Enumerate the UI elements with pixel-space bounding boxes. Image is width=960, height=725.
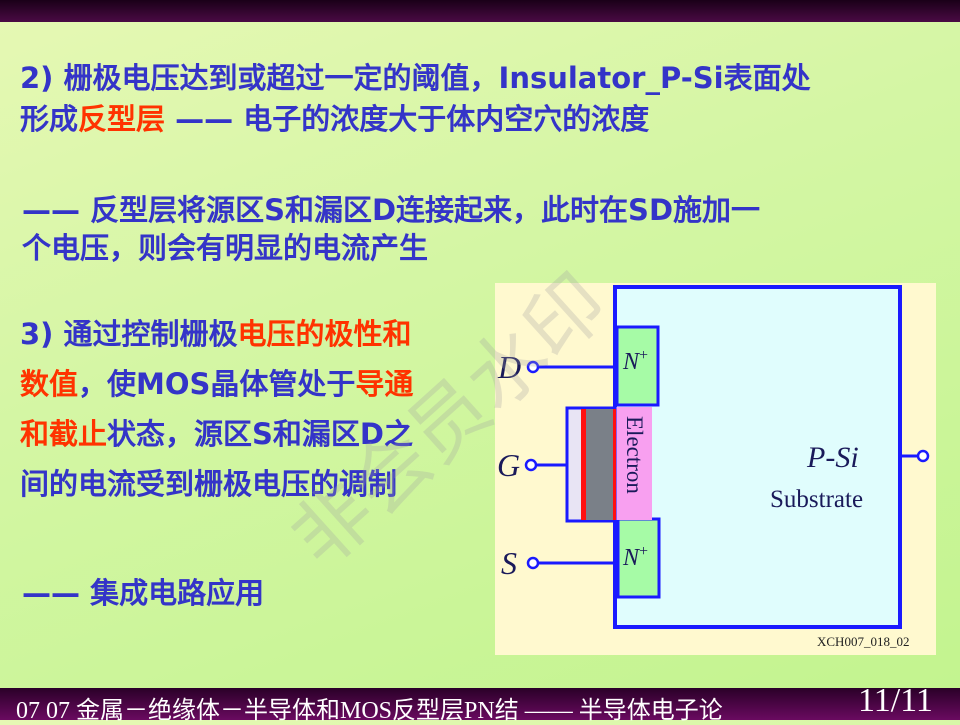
highlight-text: 导通 (355, 367, 414, 401)
p3-line4: 间的电流受到栅极电压的调制 (20, 467, 398, 501)
p1-line1: 2) 栅极电压达到或超过一定的阈值，Insulator_P-Si表面处 (20, 61, 811, 95)
label-nplus-bottom: N+ (623, 543, 648, 572)
plus-text: + (639, 543, 649, 560)
top-bar (0, 0, 960, 22)
interface-line (613, 409, 616, 520)
n-text: N (623, 545, 640, 571)
page-number: 11/11 (858, 682, 933, 719)
highlight-text: 和截止 (20, 417, 108, 451)
drain-region (615, 325, 660, 407)
text: 形成 (20, 102, 79, 136)
p2-line2: 个电压，则会有明显的电流产生 (22, 231, 429, 265)
n-text: N (623, 349, 640, 375)
p1-line2: 形成反型层 —— 电子的浓度大于体内空穴的浓度 (20, 99, 649, 139)
text: ，使MOS晶体管处于 (78, 367, 356, 401)
electron-layer (615, 407, 652, 520)
label-g: G (497, 447, 521, 483)
p3-line2: 数值，使MOS晶体管处于导通 (20, 364, 413, 404)
oxide-layer (586, 409, 615, 520)
text: 3) 通过控制栅极 (20, 317, 238, 351)
highlight-text: 反型层 (78, 102, 166, 136)
p2-line1: —— 反型层将源区S和漏区D连接起来，此时在SD施加一 (22, 193, 761, 227)
label-psi: P-Si (807, 441, 859, 474)
highlight-text: 数值 (20, 367, 79, 401)
source-terminal (526, 556, 540, 570)
gate-terminal (524, 458, 538, 472)
label-d: D (498, 349, 522, 385)
mos-diagram: D G S N+ N+ Electron P-Si Substrate XCH0… (495, 283, 936, 655)
plus-text: + (639, 347, 649, 364)
label-electron: Electron (622, 416, 647, 494)
gate-metal (581, 409, 586, 520)
drain-terminal (526, 360, 540, 374)
p3-line1: 3) 通过控制栅极电压的极性和 (20, 314, 412, 354)
label-s: S (501, 545, 517, 581)
label-nplus-top: N+ (623, 347, 648, 376)
footer-bar: 07 07 金属－绝缘体－半导体和MOS反型层PN结 —— 半导体电子论 11/… (0, 682, 960, 724)
substrate-box (613, 285, 902, 629)
text: —— 电子的浓度大于体内空穴的浓度 (165, 102, 650, 136)
substrate-terminal (916, 449, 930, 463)
figure-code: XCH007_018_02 (817, 634, 910, 649)
p3-line3: 和截止状态，源区S和漏区D之 (20, 414, 413, 454)
text: 状态，源区S和漏区D之 (107, 417, 413, 451)
diagram-shapes (524, 285, 930, 629)
label-substrate: Substrate (770, 486, 864, 513)
p4-line: —— 集成电路应用 (22, 576, 265, 610)
highlight-text: 电压的极性和 (237, 317, 412, 351)
